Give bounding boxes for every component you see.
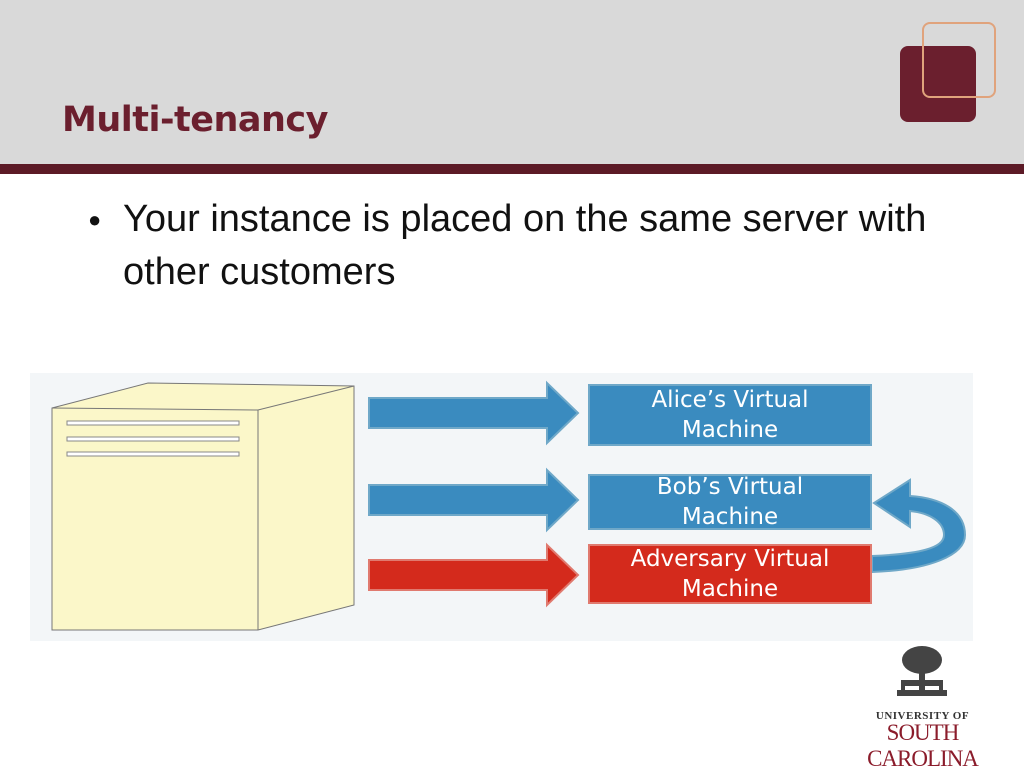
logo-text-line2: SOUTH CAROLINA	[867, 720, 979, 771]
bullet-item: ● Your instance is placed on the same se…	[88, 193, 988, 299]
university-logo: UNIVERSITY OF SOUTH CAROLINA	[835, 640, 1010, 771]
header-divider	[0, 164, 1024, 174]
bob-vm-box: Bob’s Virtual Machine	[588, 474, 872, 530]
adversary-vm-label-line1: Adversary Virtual	[630, 546, 830, 572]
bullet-text: Your instance is placed on the same serv…	[123, 198, 927, 293]
palmetto-tree-icon	[897, 646, 947, 696]
server-slot	[66, 451, 240, 457]
server-icon	[51, 382, 355, 631]
arrow-to-adversary	[368, 542, 580, 608]
slide-title: Multi-tenancy	[62, 100, 328, 140]
bob-vm-label-line1: Bob’s Virtual	[656, 474, 804, 500]
alice-vm-label-line1: Alice’s Virtual	[651, 387, 809, 413]
alice-vm-box: Alice’s Virtual Machine	[588, 384, 872, 446]
logo-text-line1: UNIVERSITY OF	[875, 710, 970, 722]
server-slot	[66, 436, 240, 442]
arrow-to-alice	[368, 380, 580, 446]
decorative-square	[900, 46, 976, 122]
decorative-square-outline	[922, 22, 996, 98]
bullet-list: ● Your instance is placed on the same se…	[88, 193, 988, 299]
slide-header	[0, 0, 1024, 164]
curved-attack-arrow	[871, 478, 967, 574]
adversary-vm-box: Adversary Virtual Machine	[588, 544, 872, 604]
arrow-to-bob	[368, 467, 580, 533]
bob-vm-label-line2: Machine	[681, 504, 779, 530]
adversary-vm-label-line2: Machine	[681, 576, 779, 602]
server-slot	[66, 420, 240, 426]
alice-vm-label-line2: Machine	[681, 417, 779, 443]
bullet-icon: ●	[88, 207, 102, 232]
